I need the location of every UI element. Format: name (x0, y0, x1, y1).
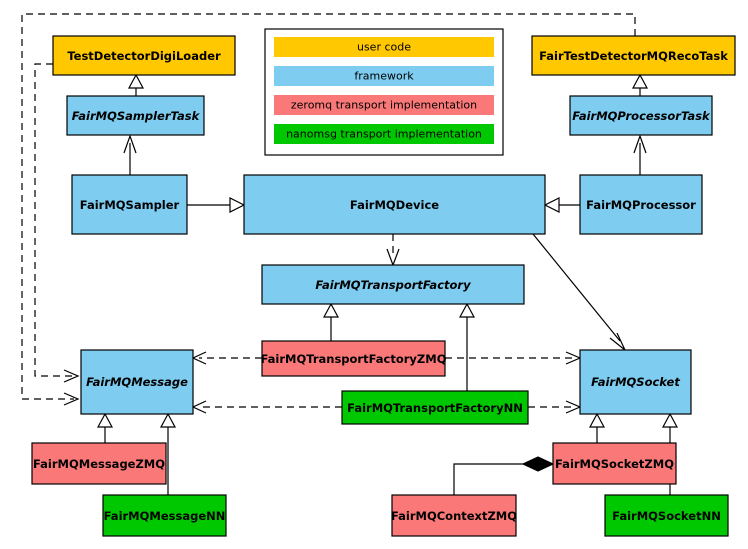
class-label-testdetectordigiloader: TestDetectorDigiLoader (67, 49, 221, 63)
edge-contextzmq-to-socketzmq (453, 463, 538, 495)
arrowhead-messagezmq-to-message (96, 412, 114, 428)
legend-item-nanomsg: nanomsg transport implementation (274, 124, 494, 144)
arrowhead-digiloader-to-message (63, 369, 80, 383)
arrowhead-samplertask-to-digiloader (127, 73, 145, 89)
arrowhead-sampler-to-samplertask (123, 134, 137, 154)
edge-digiloader-to-message (34, 63, 74, 377)
class-box-fairmqsocketzmq[interactable]: FairMQSocketZMQ (552, 442, 677, 485)
legend-label-nanomsg: nanomsg transport implementation (286, 128, 482, 141)
class-box-fairmqtransportfactory[interactable]: FairMQTransportFactory (261, 264, 525, 305)
legend-swatch-nanomsg (274, 124, 494, 144)
class-label-fairmqprocessortask: FairMQProcessorTask (572, 109, 711, 123)
class-box-fairmqmessagezmq[interactable]: FairMQMessageZMQ (31, 442, 167, 485)
class-box-fairmqprocessor[interactable]: FairMQProcessor (579, 174, 703, 235)
arrowhead-processor-to-processortask (633, 134, 647, 154)
class-box-fairmqprocessortask[interactable]: FairMQProcessorTask (569, 95, 713, 136)
class-box-fairmqtransportfactoryzmq[interactable]: FairMQTransportFactoryZMQ (260, 340, 447, 377)
legend-label-user-code: user code (357, 41, 411, 54)
class-box-testdetectordigiloader[interactable]: TestDetectorDigiLoader (52, 35, 236, 76)
legend-label-zeromq: zeromq transport implementation (291, 99, 477, 112)
class-label-fairmqmessage: FairMQMessage (86, 375, 188, 389)
edge-layer (21, 13, 679, 495)
class-label-fairmqprocessor: FairMQProcessor (586, 198, 696, 212)
class-label-fairmqmessagezmq: FairMQMessageZMQ (33, 457, 165, 471)
class-box-fairmqcontextzmq[interactable]: FairMQContextZMQ (391, 494, 517, 537)
edge-recotask-to-message (21, 13, 636, 400)
legend-item-zeromq: zeromq transport implementation (274, 95, 494, 115)
class-label-fairmqtransportfactorynn: FairMQTransportFactoryNN (347, 401, 523, 415)
class-label-fairmqtransportfactoryzmq: FairMQTransportFactoryZMQ (260, 352, 446, 366)
legend-swatch-framework (274, 66, 494, 86)
class-label-fairmqmessagenn: FairMQMessageNN (104, 509, 226, 523)
class-box-fairtestdetectormqrecotask[interactable]: FairTestDetectorMQRecoTask (531, 35, 736, 76)
arrowhead-sampler-to-device (229, 197, 246, 213)
class-label-fairmqcontextzmq: FairMQContextZMQ (391, 509, 517, 523)
class-label-fairmqsocket: FairMQSocket (591, 375, 680, 389)
class-box-fairmqsamplertask[interactable]: FairMQSamplerTask (66, 95, 205, 136)
arrowhead-processortask-to-recotask (631, 73, 649, 89)
node-layer: TestDetectorDigiLoader FairTestDetectorM… (31, 35, 736, 537)
arrowhead-processor-to-device (543, 197, 560, 213)
class-label-fairmqsocketnn: FairMQSocketNN (612, 509, 721, 523)
legend-label-framework: framework (354, 70, 414, 83)
legend-swatch-user-code (274, 37, 494, 57)
class-box-fairmqmessage[interactable]: FairMQMessage (80, 349, 194, 415)
class-box-fairmqdevice[interactable]: FairMQDevice (243, 174, 546, 235)
arrowhead-messagenn-to-message (159, 412, 177, 428)
class-label-fairmqdevice: FairMQDevice (350, 198, 439, 212)
legend-swatch-zeromq (274, 95, 494, 115)
class-label-fairmqsamplertask: FairMQSamplerTask (72, 109, 201, 123)
class-label-fairmqsocketzmq: FairMQSocketZMQ (555, 457, 674, 471)
edge-device-to-socket (532, 233, 621, 342)
arrowhead-recotask-to-message (63, 392, 80, 406)
arrowhead-tfzmq-to-transportfactory (322, 302, 340, 318)
class-box-fairmqsocket[interactable]: FairMQSocket (579, 349, 692, 415)
class-label-fairmqsampler: FairMQSampler (80, 198, 180, 212)
legend-item-user-code: user code (274, 37, 494, 57)
class-box-fairmqsocketnn[interactable]: FairMQSocketNN (604, 494, 729, 537)
composition-diamond-socketzmq (521, 456, 555, 472)
class-box-fairmqmessagenn[interactable]: FairMQMessageNN (102, 494, 227, 537)
legend: user code framework zeromq transport imp… (264, 28, 504, 156)
legend-item-framework: framework (274, 66, 494, 86)
class-label-fairmqtransportfactory: FairMQTransportFactory (315, 278, 471, 292)
class-box-fairmqtransportfactorynn[interactable]: FairMQTransportFactoryNN (341, 390, 529, 425)
arrowhead-tfnn-to-transportfactory (458, 302, 476, 318)
class-label-fairtestdetectormqrecotask: FairTestDetectorMQRecoTask (539, 49, 728, 63)
arrowhead-socketzmq-to-socket (588, 412, 606, 428)
arrowhead-socketnn-to-socket (661, 412, 679, 428)
class-box-fairmqsampler[interactable]: FairMQSampler (71, 174, 188, 235)
